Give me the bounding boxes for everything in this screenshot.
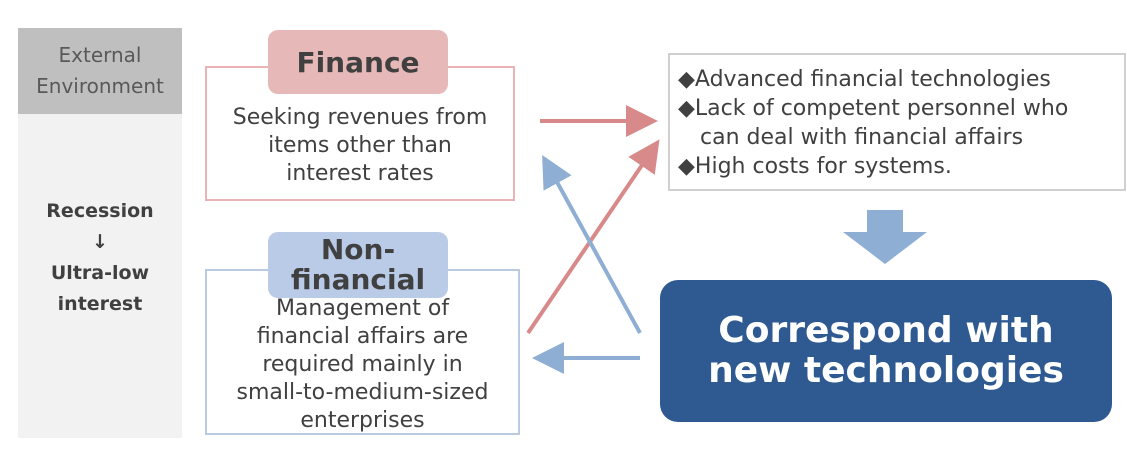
non-financial-description: Management of financial affairs are requ… (236, 296, 489, 433)
external-environment-header: External Environment (18, 28, 182, 114)
result-to-finance-arrow (542, 154, 642, 334)
issue-item: ◆Lack of competent personnel who can dea… (678, 94, 1124, 152)
issues-box: ◆Advanced financial technologies ◆Lack o… (668, 53, 1126, 191)
diamond-bullet-icon: ◆ (678, 154, 695, 179)
issue-item: ◆Advanced financial technologies (678, 65, 1124, 94)
non-financial-label: Non- financial (268, 232, 448, 298)
non-financial-to-issues-arrow (526, 139, 660, 335)
diamond-bullet-icon: ◆ (678, 67, 695, 92)
result-box: Correspond with new technologies (660, 280, 1112, 422)
issue-text: High costs for systems. (694, 154, 952, 179)
down-arrow-icon (843, 210, 927, 264)
finance-description: Seeking revenues from items other than i… (232, 105, 488, 186)
issue-item: ◆High costs for systems. (678, 152, 1124, 181)
recession-condition-label: Recession ↓ Ultra-low interest (46, 200, 154, 315)
finance-label: Finance (268, 30, 448, 94)
issue-text: Lack of competent personnel who can deal… (694, 96, 1069, 150)
issue-text: Advanced financial technologies (694, 67, 1051, 92)
diamond-bullet-icon: ◆ (678, 96, 695, 121)
